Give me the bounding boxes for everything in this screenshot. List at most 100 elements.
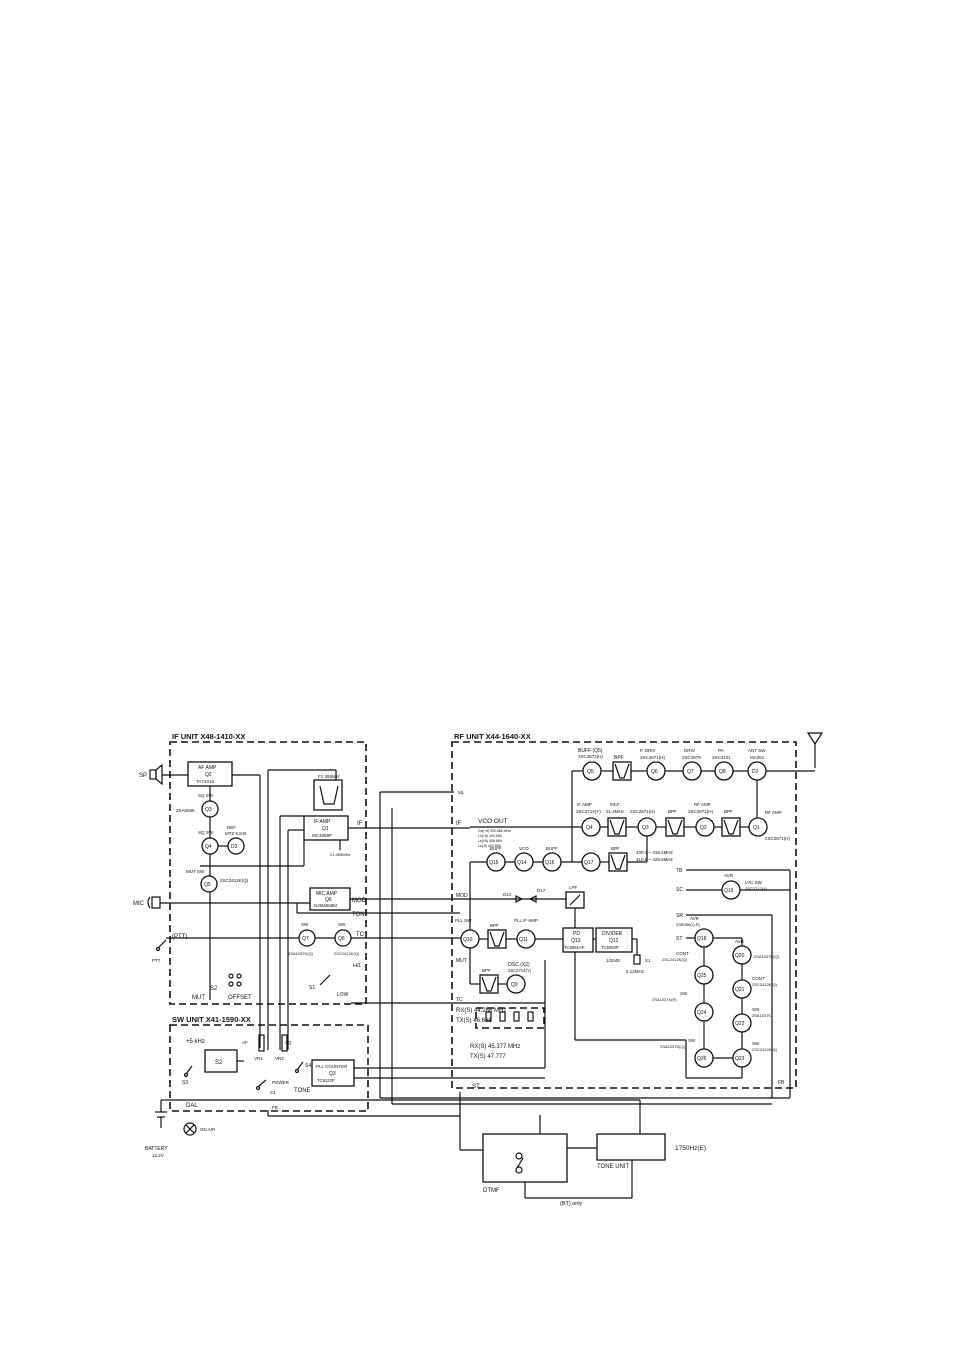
rf-q3-part: 2SC2671(H) xyxy=(630,809,656,814)
vr1-knob-icon[interactable] xyxy=(258,1034,265,1052)
if-s1-label: S1 xyxy=(309,985,315,991)
if-af-amp-block xyxy=(187,761,233,787)
if-q7-label: Q7 xyxy=(302,936,309,942)
rf-q23-label: Q23 xyxy=(735,1056,745,1062)
rf-sr-signal: SR xyxy=(676,913,683,919)
rf-unit-boundary xyxy=(451,741,797,1089)
if-q4-label: Q4 xyxy=(205,844,212,850)
rf-d14-label: D14 xyxy=(503,892,512,897)
rf-ml-signal: ML xyxy=(458,790,465,795)
if-mut-sw: MUT SW xyxy=(186,869,205,874)
speaker-icon xyxy=(149,763,163,786)
tone-unit-block xyxy=(596,1133,666,1161)
rf-q3-label: Q3 xyxy=(642,825,649,831)
rf-q13-label: Q13 xyxy=(571,938,581,944)
rf-q8-label: Q8 xyxy=(719,769,726,775)
rf-q8-part: 2SC3101 xyxy=(712,755,731,760)
fb-label-sw: FB xyxy=(272,1105,278,1110)
dtmf-switch-icon[interactable] xyxy=(515,1152,524,1174)
if-q5-part: 2SC2412K(Q) xyxy=(220,878,249,883)
rf-cont2-label: CONT xyxy=(752,976,765,981)
rf-q18-label: Q18 xyxy=(697,936,707,942)
sw-unit-boundary xyxy=(169,1024,369,1112)
if-q4-sw: SQ SW xyxy=(198,830,214,835)
rf-q22-label: Q22 xyxy=(735,1021,745,1027)
rf-q24-label: Q24 xyxy=(697,1010,707,1016)
rf-rfamp-label: RF AMP xyxy=(694,802,711,807)
rf-q6-label: Q6 xyxy=(651,769,658,775)
if-s2-label: S2 xyxy=(210,986,218,992)
rf-q25-part: 2SC2412K(Q) xyxy=(662,957,688,962)
rf-q25-label: Q25 xyxy=(697,973,707,979)
sw-af-label: AF xyxy=(242,1040,248,1045)
sw-q3-label: Q3 xyxy=(329,1071,336,1077)
sw-s3-switch-icon[interactable] xyxy=(183,1065,193,1078)
rf-tc-signal: TC xyxy=(456,997,463,1003)
rf-divider-label: DIVIDER xyxy=(602,931,623,937)
mic-label: MIC xyxy=(133,901,145,907)
sw-sq-label: SQ xyxy=(285,1040,292,1045)
rf-q20-label: Q20 xyxy=(735,953,745,959)
if-q5-label: Q5 xyxy=(204,882,211,888)
rf-q6-part: 2SC2671(H) xyxy=(640,755,666,760)
sw-power-label: POWER xyxy=(272,1080,290,1085)
mic-icon xyxy=(147,896,161,909)
rf-vco-out-label: VCO OUT xyxy=(478,818,508,825)
rf-x1-label: X1 xyxy=(645,958,651,963)
antenna-icon xyxy=(806,732,824,768)
if-xtal-label: F1 455kHz xyxy=(318,774,341,779)
sw-s1-label: S1 xyxy=(270,1090,276,1095)
rf-divider-block xyxy=(595,927,633,953)
rf-q12-part: TC5082P xyxy=(601,945,619,950)
sw-step-label: +5 kHz xyxy=(186,1039,205,1045)
rf-fb-label: FB xyxy=(778,1080,785,1086)
rf-d17-label: D17 xyxy=(537,888,546,893)
rf-bpf3-label: BPF xyxy=(724,809,733,814)
rf-avr1-label: AVR xyxy=(724,873,734,878)
speaker-label: SP xyxy=(139,773,147,779)
if-mut-label: MUT xyxy=(192,995,205,1001)
rf-rx-s2: RX(S) 45.377 MHz xyxy=(470,1044,520,1050)
rf-st-signal: ST xyxy=(676,936,682,942)
if-q8-label: Q8 xyxy=(338,936,345,942)
rf-ifamp-label: IF AMP xyxy=(577,802,592,807)
rf-q7-part: 2SC2879 xyxy=(682,755,701,760)
ptt-switch-label: PTT xyxy=(152,958,161,963)
battery-voltage: 12.2V xyxy=(152,1153,164,1158)
rf-tx-s1: TX(S) 46.666 xyxy=(456,1018,492,1024)
rf-buff2-label: BUFF xyxy=(546,846,558,851)
rf-q9-part: 2SC2714(Y) xyxy=(508,968,532,973)
rf-q17-label: Q17 xyxy=(584,860,594,866)
rf-d2-label: D2 xyxy=(752,769,759,775)
rf-q1-part: 2SC2671(H) xyxy=(765,836,791,841)
rf-vco-table3: Ls(+8) 408.666 xyxy=(478,839,502,843)
rf-q5-label: Q5 xyxy=(587,769,594,775)
vr2-knob-icon[interactable] xyxy=(281,1034,288,1052)
rf-q13-part: TC5081AP xyxy=(564,945,585,950)
rf-antsw-label: ANT SW xyxy=(748,748,766,753)
ptt-switch-icon[interactable] xyxy=(155,939,167,952)
rf-d2-part: MA361 xyxy=(750,755,765,760)
tone-unit-label: TONE UNIT xyxy=(597,1164,630,1170)
sw-tone-label: TONE xyxy=(294,1088,311,1094)
rf-avr2-label: AVR xyxy=(690,916,700,921)
rf-sw1-label: SW xyxy=(680,991,688,996)
rf-bpf6-label: BPF xyxy=(482,968,491,973)
if-q5-transistor xyxy=(200,875,218,893)
rf-q14-label: Q14 xyxy=(517,860,527,866)
dtmf-label: DTMF xyxy=(483,1188,500,1194)
rf-bpf5-label: BPF xyxy=(490,923,499,928)
if-q1-part: MC3359P xyxy=(312,833,332,838)
sw-q3-part: TC9122P xyxy=(317,1078,335,1083)
if-q7-part: 2SA1037K(Q) xyxy=(288,951,314,956)
rf-mcf-freq: 21.4MHz xyxy=(606,809,625,814)
rf-driv-label: DRIV xyxy=(684,748,695,753)
rf-q12-label: Q12 xyxy=(609,938,619,944)
rf-q1-label: Q1 xyxy=(753,825,760,831)
power-switch-icon[interactable] xyxy=(255,1079,267,1091)
rf-q2-label: Q2 xyxy=(700,825,707,831)
st-signal-label: ST xyxy=(472,1084,480,1090)
sw-s3-label: S3 xyxy=(182,1080,188,1086)
sw-s4-switch-icon[interactable] xyxy=(294,1061,304,1074)
